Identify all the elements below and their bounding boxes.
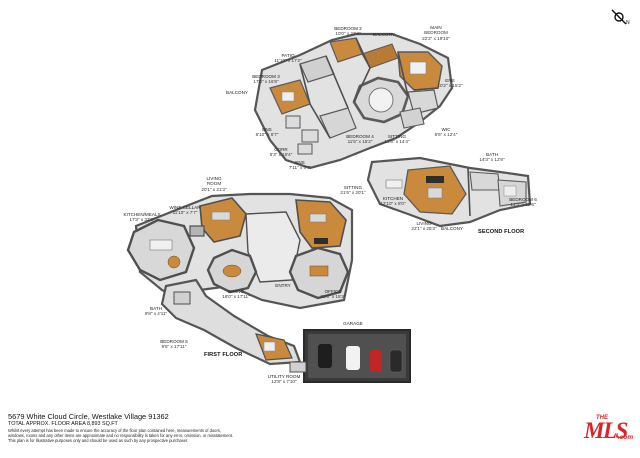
main-bed: [409, 61, 427, 75]
second-floor-title: SECOND FLOOR: [478, 229, 525, 235]
compass-icon: N: [608, 6, 632, 28]
footer: 5679 White Cloud Circle, Westlake Villag…: [8, 412, 328, 443]
garage-car-black: [318, 344, 332, 368]
property-address: 5679 White Cloud Circle, Westlake Villag…: [8, 412, 169, 421]
label-balcony-lower: BALCONY: [441, 226, 463, 231]
garage-car-red: [370, 350, 382, 372]
living-sofa: [211, 211, 231, 221]
disclaimer-line-1: Whilst every attempt has been made to en…: [8, 428, 221, 433]
utility-floor: [289, 361, 307, 373]
bedroom5-bed: [263, 341, 276, 352]
sitting-lower-dark: [314, 238, 328, 244]
first-floor-plan: [126, 192, 411, 383]
sitting-lower-floor: [295, 199, 347, 249]
bedroom6-bed: [503, 185, 517, 197]
logo-the: THE: [596, 415, 608, 421]
total-floor-area: TOTAL APPROX. FLOOR AREA 8,893 SQ.FT: [8, 421, 118, 427]
table-upper: [427, 187, 443, 199]
label-entry: ENTRY: [275, 283, 291, 288]
disclaimer-line-2: windows, rooms and any other items are a…: [8, 433, 234, 438]
bath-upper-floor: [469, 171, 501, 191]
sofa-upper: [426, 176, 444, 183]
ens-left-floor: [285, 115, 301, 129]
entry-floor: [245, 211, 301, 283]
compass-label: N: [626, 20, 630, 26]
garage-car-grey: [389, 349, 403, 373]
sitting-court: [368, 87, 394, 113]
bedroom3-bed: [281, 91, 295, 102]
corr-floor: [301, 129, 319, 143]
office-desk: [309, 265, 329, 277]
label-garage: GARAGE: [343, 321, 363, 326]
sitting-lower-sofa: [309, 213, 327, 223]
logo-com: .com: [618, 434, 634, 441]
wing-wall: [467, 167, 471, 217]
kitchen-upper-island: [385, 179, 403, 189]
wine-cellar-floor: [189, 225, 205, 237]
disclaimer-line-3: This plan is for illustrative purposes o…: [8, 438, 189, 443]
meals-table: [167, 255, 181, 269]
second-floor-plan: [253, 32, 532, 228]
dining-table: [222, 264, 242, 278]
garage-car-white: [346, 346, 360, 370]
kitchen-island: [149, 239, 173, 251]
first-floor-title: FIRST FLOOR: [204, 352, 243, 358]
logo-mls: MLS: [584, 418, 628, 443]
second-floor-walls: [299, 37, 439, 139]
ens-lower-floor: [297, 143, 313, 155]
wic-floor: [399, 107, 425, 129]
ens-right-floor: [407, 89, 439, 115]
bedroom4-floor: [319, 107, 357, 139]
label-balcony-left: BALCONY: [226, 90, 248, 95]
bath-lower-floor: [173, 291, 191, 305]
mls-logo: THE MLS .com: [582, 414, 634, 446]
label-balcony-top: BALCONY: [373, 32, 395, 37]
